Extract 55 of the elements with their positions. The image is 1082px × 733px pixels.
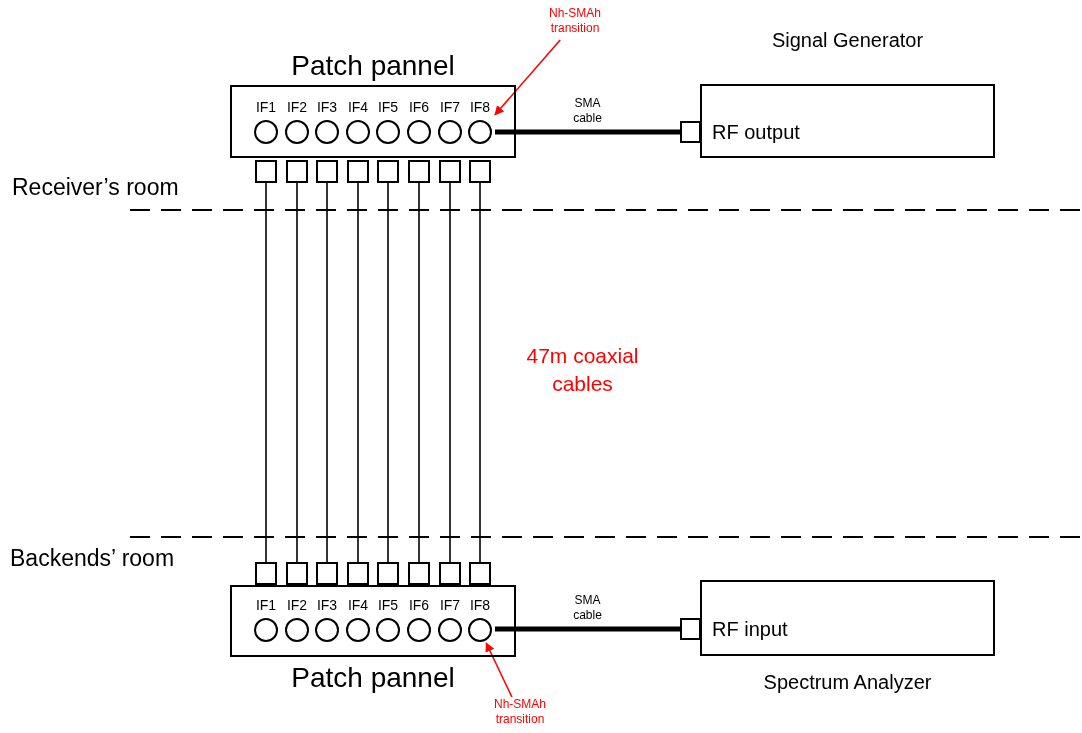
port-label: IF4 (346, 99, 370, 115)
port-label: IF1 (254, 597, 278, 613)
annotation-text: Nh-SMAh transition (483, 697, 557, 731)
port-label: IF7 (438, 99, 462, 115)
room-label: Backends’ room (10, 544, 176, 573)
coaxial-cable (387, 182, 389, 563)
coaxial-cable (357, 182, 359, 563)
port-label: IF8 (468, 597, 492, 613)
room-label: Receiver’s room (12, 173, 180, 202)
leader-arrow (494, 39, 561, 116)
port-label: IF6 (407, 597, 431, 613)
panel-title: Patch pannel (290, 49, 456, 83)
cable-connector (286, 562, 308, 585)
port-name: RF output (712, 120, 800, 144)
port-label: IF4 (346, 597, 370, 613)
leader-arrow (485, 642, 513, 698)
cable-connector (469, 160, 491, 183)
cable-connector (377, 160, 399, 183)
annotation-text: Nh-SMAh transition (538, 6, 612, 40)
port-name: RF input (712, 617, 788, 641)
coaxial-cable (296, 182, 298, 563)
cable-length-note: 47m coaxial cables (525, 343, 640, 398)
port-label: IF5 (376, 99, 400, 115)
cable-connector (255, 562, 277, 585)
cable-connector (255, 160, 277, 183)
cable-line (495, 626, 680, 632)
instrument-title: Spectrum Analyzer (762, 670, 933, 695)
port-label: IF2 (285, 597, 309, 613)
port-label: IF6 (407, 99, 431, 115)
cable-connector (439, 160, 461, 183)
port-label: IF3 (315, 99, 339, 115)
cable-connector (439, 562, 461, 585)
port-label: IF3 (315, 597, 339, 613)
port-label: IF8 (468, 99, 492, 115)
cable-connector (347, 160, 369, 183)
port-label: IF1 (254, 99, 278, 115)
panel-title: Patch pannel (290, 661, 456, 695)
cable-connector (286, 160, 308, 183)
cable-connector (408, 562, 430, 585)
coaxial-cable (326, 182, 328, 563)
port-label: IF7 (438, 597, 462, 613)
cable-connector (469, 562, 491, 585)
coaxial-cable (418, 182, 420, 563)
cable-connector (408, 160, 430, 183)
coaxial-cable (479, 182, 481, 563)
instrument-title: Signal Generator (770, 28, 925, 53)
cable-connector (377, 562, 399, 585)
coaxial-cable (265, 182, 267, 563)
cable-connector (316, 562, 338, 585)
cable-line (495, 129, 680, 135)
port-label: IF2 (285, 99, 309, 115)
coaxial-cable (449, 182, 451, 563)
cable-connector (347, 562, 369, 585)
port-label: IF5 (376, 597, 400, 613)
cable-connector (316, 160, 338, 183)
